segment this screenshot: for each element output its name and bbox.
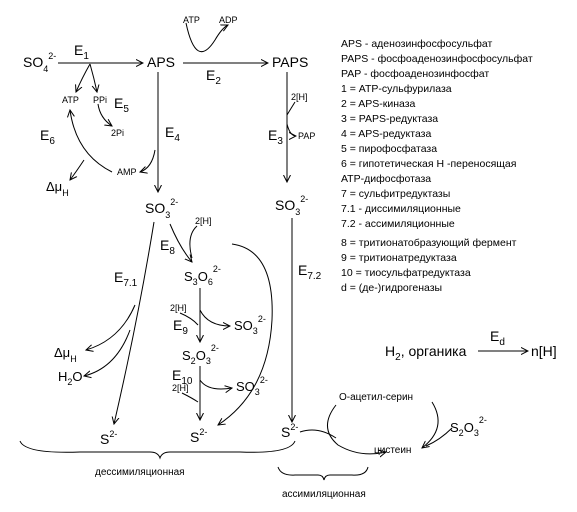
legend: APS - аденозинфосфосульфат PAPS - фосфоа…: [341, 38, 533, 294]
sulfide-mid-node: S2-: [190, 427, 207, 445]
two-pi-label: 2Pi: [111, 128, 124, 138]
water-node: H2O: [58, 369, 83, 387]
enzyme-e10: E10: [172, 367, 193, 387]
aps-node: APS: [147, 54, 175, 70]
enzyme-e7-2: E7.2: [298, 262, 322, 282]
arrow-e4-to-amp: [140, 149, 156, 172]
dissimilatory-label: дессимиляционная: [95, 467, 185, 478]
legend-item: 7.2 - ассимиляционные: [341, 218, 455, 230]
h2-s2o3-feed: [179, 312, 199, 326]
thiosulfate-node: S2O32-: [182, 343, 219, 366]
arrow-e3-to-pap: [286, 123, 296, 136]
legend-item: 8 = тритионатобразующий фермент: [341, 237, 517, 249]
arrow-e10-to-sulfite: [199, 379, 232, 389]
enzyme-e8: E8: [160, 237, 175, 257]
enzyme-e3: E3: [268, 127, 283, 147]
arrow-to-water: [84, 329, 131, 376]
arrow-to-delta-mu: [70, 159, 85, 180]
enzyme-e1: E1: [74, 42, 89, 62]
h2-s-mid-label: 2[H]: [172, 383, 189, 393]
legend-item: 5 = пирофосфатаза: [341, 143, 437, 155]
sulfite-right-node: SO32-: [275, 194, 308, 217]
legend-item: PAPS - фосфоаденозинфосфосульфат: [341, 53, 533, 65]
ppi-label: PPi: [93, 95, 107, 105]
legend-item: 7.1 - диссимиляционные: [341, 203, 461, 215]
legend-item: APS - аденозинфосфосульфат: [341, 38, 492, 50]
arrow-sulfite-to-sulfide-dissim: [114, 221, 155, 424]
arrow-sulfite-to-trithionate: [169, 223, 192, 262]
arrow-to-ppi: [89, 63, 97, 92]
hydrogenase-product: n[H]: [531, 343, 557, 359]
arrow-to-cysteine-left: [327, 404, 386, 454]
thiosulfate-right-node: S2O32-: [450, 415, 487, 438]
atp-left-label: ATP: [62, 95, 79, 105]
legend-item: 10 = тиосульфатредуктаза: [341, 267, 471, 279]
delta-mu-left: ΔμH: [46, 179, 69, 198]
legend-item: 7 = сульфитредуктазы: [341, 188, 450, 200]
legend-item: 4 = APS-редуктаза: [341, 128, 431, 140]
assimilatory-bracket: [277, 466, 369, 481]
adp-top-label: ADP: [219, 15, 238, 25]
sulfate-node: SO42-: [23, 51, 56, 74]
sulfide-to-cysteine-line: [299, 429, 337, 439]
arrow-to-delta-mu-bottom: [86, 304, 136, 350]
enzyme-e7-1: E7.1: [114, 269, 138, 289]
atp-top-label: ATP: [183, 15, 200, 25]
cysteine-node: цистеин: [374, 445, 411, 456]
amp-label: AMP: [117, 167, 137, 177]
sulfite-mid1-node: SO32-: [234, 314, 266, 336]
arrow-e9-to-sulfite: [199, 309, 230, 326]
arrow-to-cysteine-right: [422, 401, 439, 448]
enzyme-e2: E2: [206, 67, 221, 87]
arrow-ppi-to-pi: [97, 103, 112, 126]
legend-item: 9 = тритионатредуктаза: [341, 252, 457, 264]
arrow-atp-to-adp: [185, 22, 228, 52]
sulfite-mid2-node: SO32-: [236, 375, 268, 397]
recycle-curve-arrow: [218, 243, 273, 425]
sulfite-left-node: SO32-: [145, 197, 178, 220]
legend-item: 6 = гипотетическая Н -переносящая: [341, 158, 516, 170]
dissimilatory-bracket: [19, 440, 296, 460]
legend-item: АТР-дифосфотаза: [341, 173, 431, 185]
legend-item: 2 = APS-киназа: [341, 98, 416, 110]
arrow-amp-to-atp: [70, 110, 113, 173]
h2-s3o6-feed: [189, 225, 198, 259]
hydrogenase-substrates: H2, органика: [385, 343, 467, 363]
enzyme-ed: Ed: [490, 328, 505, 348]
enzyme-e4: E4: [165, 124, 180, 144]
sulfide-right-node: S2-: [281, 422, 298, 440]
arrow-to-atp: [76, 63, 91, 92]
enzyme-e9: E9: [173, 317, 188, 337]
sulfide-left-node: S2-: [100, 429, 117, 447]
pap-label: PAP: [298, 131, 315, 141]
enzyme-e6: E6: [40, 127, 55, 147]
o-acetylserine-node: О-ацетил-серин: [339, 392, 413, 403]
h2-paps-feed: [286, 101, 296, 116]
thiosulfate-feed-line: [425, 427, 453, 447]
enzyme-e5: E5: [114, 95, 129, 115]
assimilatory-label: ассимиляционная: [282, 489, 366, 500]
h2-s-mid-feed: [181, 392, 199, 403]
paps-node: PAPS: [272, 54, 308, 70]
delta-mu-bottom: ΔμH: [54, 345, 77, 364]
legend-item: d = (де-)гидрогеназы: [341, 282, 442, 294]
h2-paps-label: 2[H]: [291, 92, 308, 102]
legend-item: 1 = АТР-сульфурилаза: [341, 83, 452, 95]
legend-item: PAP - фосфоаденозинфосфат: [341, 68, 489, 80]
trithionate-node: S3O62-: [184, 264, 221, 287]
h2-s2o3-label: 2[H]: [170, 303, 187, 313]
legend-item: 3 = PAPS-редуктаза: [341, 113, 438, 125]
h2-s3o6-label: 2[H]: [195, 216, 212, 226]
